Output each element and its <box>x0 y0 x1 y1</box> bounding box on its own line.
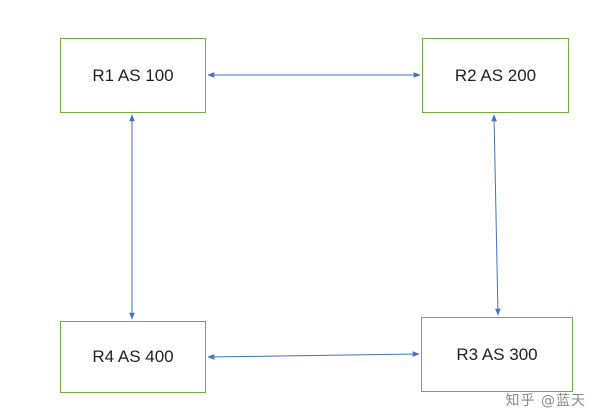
watermark-text: 知乎 @蓝天 <box>505 393 586 409</box>
edge-r2-r3[interactable] <box>491 114 501 316</box>
router-node-r4[interactable]: R4 AS 400 <box>60 321 206 393</box>
router-label-r1: R1 AS 100 <box>92 65 174 85</box>
router-node-r3[interactable]: R3 AS 300 <box>421 317 573 392</box>
router-label-r3: R3 AS 300 <box>456 344 538 364</box>
router-label-r4: R4 AS 400 <box>92 347 174 366</box>
router-node-r2[interactable]: R2 AS 200 <box>422 38 569 113</box>
router-node-r1[interactable]: R1 AS 100 <box>60 38 206 113</box>
edge-r4-r3[interactable] <box>207 351 420 360</box>
router-label-r2: R2 AS 200 <box>454 65 537 85</box>
